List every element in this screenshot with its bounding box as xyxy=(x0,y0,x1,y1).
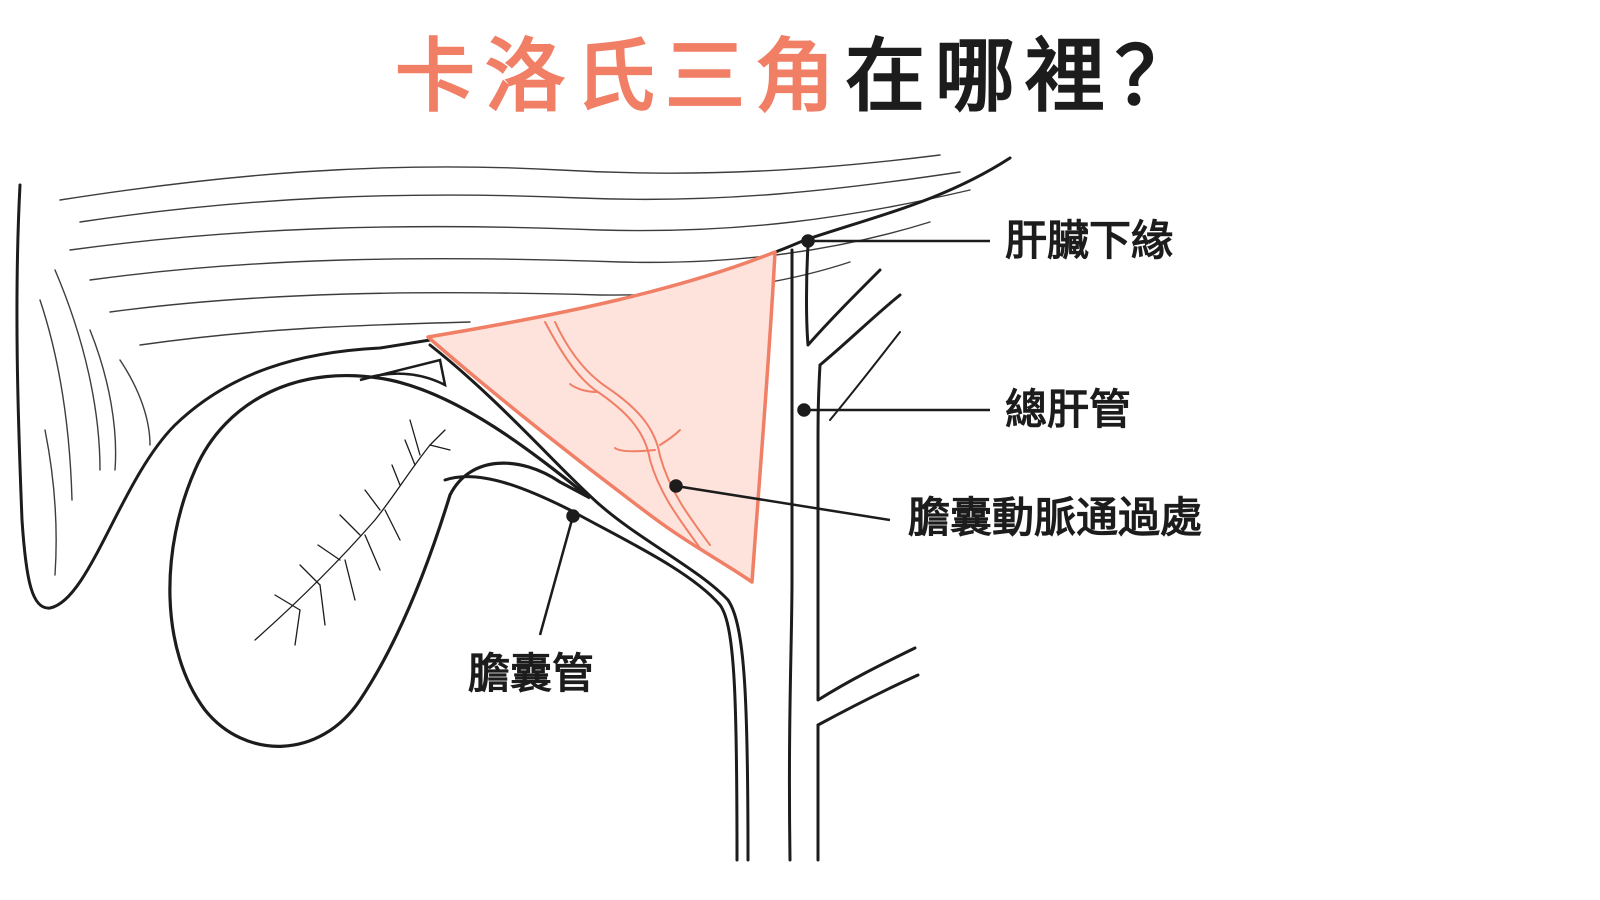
label-cystic-duct: 膽囊管 xyxy=(468,649,595,698)
liver xyxy=(15,154,1012,610)
leader-lines xyxy=(538,234,990,636)
title-rest: 在哪裡？ xyxy=(845,30,1205,123)
calot-triangle xyxy=(426,250,777,584)
gallbladder xyxy=(168,358,591,748)
title-highlight: 卡洛氏三角 xyxy=(395,30,845,123)
label-cystic-artery: 膽囊動脈通過處 xyxy=(908,493,1203,542)
page-title: 卡洛氏三角在哪裡？ xyxy=(0,22,1600,132)
label-liver-edge: 肝臟下緣 xyxy=(1005,216,1174,265)
label-common-hepatic-duct: 總肝管 xyxy=(1005,385,1132,434)
